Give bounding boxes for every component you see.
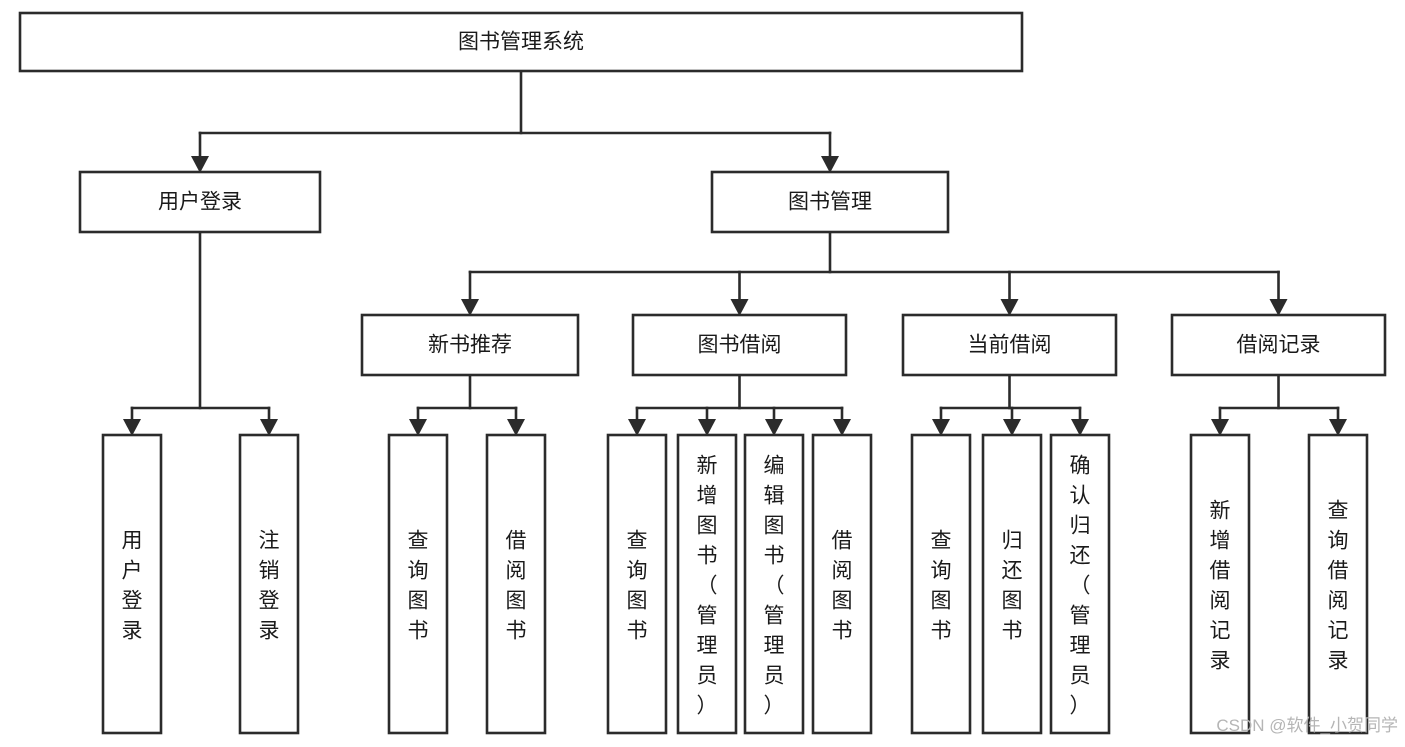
node-box-root[interactable] bbox=[18, 11, 1024, 73]
node-label-book-manage: 图书管理 bbox=[788, 191, 872, 214]
node-label-l-query-record: 查询借阅记录 bbox=[1328, 499, 1349, 672]
node-box-l-add-book[interactable] bbox=[676, 433, 738, 735]
node-label-leaf-user-login: 用户登录 bbox=[122, 529, 143, 642]
node-box-l-borrow-book-2[interactable] bbox=[811, 433, 873, 735]
connectors-layer bbox=[123, 69, 1347, 436]
node-leaf-user-login[interactable]: 用户登录 bbox=[101, 433, 163, 735]
arrow-head bbox=[833, 419, 851, 436]
arrow-head bbox=[191, 156, 209, 173]
node-label-l-borrow-book-2: 借阅图书 bbox=[832, 529, 853, 642]
node-new-book-rec[interactable]: 新书推荐 bbox=[360, 313, 580, 377]
node-label-l-confirm-return: 确认归还（管理员） bbox=[1070, 454, 1091, 717]
node-box-current-borrow[interactable] bbox=[901, 313, 1118, 377]
node-box-l-borrow-book-1[interactable] bbox=[485, 433, 547, 735]
arrow-head bbox=[1329, 419, 1347, 436]
node-label-l-query-book-1: 查询图书 bbox=[408, 529, 429, 642]
node-box-borrow-record[interactable] bbox=[1170, 313, 1387, 377]
arrow-head bbox=[730, 299, 749, 316]
node-label-l-query-book-3: 查询图书 bbox=[931, 529, 952, 642]
arrow-head bbox=[1000, 299, 1019, 316]
arrow-head bbox=[260, 419, 278, 436]
node-box-l-confirm-return[interactable] bbox=[1049, 433, 1111, 735]
node-label-l-return-book: 归还图书 bbox=[1002, 529, 1023, 642]
node-box-new-book-rec[interactable] bbox=[360, 313, 580, 377]
node-box-l-query-record[interactable] bbox=[1307, 433, 1369, 735]
node-box-l-add-record[interactable] bbox=[1189, 433, 1251, 735]
node-label-leaf-user-logout: 注销登录 bbox=[259, 529, 280, 642]
node-label-l-query-book-2: 查询图书 bbox=[627, 529, 648, 642]
node-l-borrow-book-1[interactable]: 借阅图书 bbox=[485, 433, 547, 735]
arrow-head bbox=[1003, 419, 1021, 436]
node-borrow-record[interactable]: 借阅记录 bbox=[1170, 313, 1387, 377]
arrow-head bbox=[1211, 419, 1229, 436]
node-l-borrow-book-2[interactable]: 借阅图书 bbox=[811, 433, 873, 735]
arrow-head bbox=[765, 419, 783, 436]
node-l-query-book-2[interactable]: 查询图书 bbox=[606, 433, 668, 735]
node-label-book-borrow: 图书借阅 bbox=[698, 334, 782, 357]
node-box-book-manage[interactable] bbox=[710, 170, 950, 234]
node-label-root: 图书管理系统 bbox=[458, 31, 584, 54]
arrow-head bbox=[932, 419, 950, 436]
watermark-label: CSDN @软件_小贺同学 bbox=[1216, 716, 1398, 735]
node-current-borrow[interactable]: 当前借阅 bbox=[901, 313, 1118, 377]
node-box-l-return-book[interactable] bbox=[981, 433, 1043, 735]
node-label-l-add-record: 新增借阅记录 bbox=[1210, 499, 1231, 672]
node-book-borrow[interactable]: 图书借阅 bbox=[631, 313, 848, 377]
node-user-login[interactable]: 用户登录 bbox=[78, 170, 322, 234]
node-label-user-login: 用户登录 bbox=[158, 191, 242, 214]
node-box-leaf-user-logout[interactable] bbox=[238, 433, 300, 735]
node-box-user-login[interactable] bbox=[78, 170, 322, 234]
arrow-head bbox=[1269, 299, 1288, 316]
node-leaf-user-logout[interactable]: 注销登录 bbox=[238, 433, 300, 735]
node-l-confirm-return[interactable]: 确认归还（管理员） bbox=[1049, 433, 1111, 735]
arrow-head bbox=[628, 419, 646, 436]
node-l-query-book-3[interactable]: 查询图书 bbox=[910, 433, 972, 735]
arrow-head bbox=[461, 299, 479, 316]
node-box-l-edit-book[interactable] bbox=[743, 433, 805, 735]
node-l-query-record[interactable]: 查询借阅记录 bbox=[1307, 433, 1369, 735]
node-label-l-edit-book: 编辑图书（管理员） bbox=[764, 454, 785, 717]
node-l-edit-book[interactable]: 编辑图书（管理员） bbox=[743, 433, 805, 735]
arrow-head bbox=[698, 419, 716, 436]
arrow-head bbox=[821, 156, 839, 173]
node-label-borrow-record: 借阅记录 bbox=[1237, 334, 1321, 357]
node-label-new-book-rec: 新书推荐 bbox=[428, 334, 512, 357]
node-box-l-query-book-1[interactable] bbox=[387, 433, 449, 735]
node-l-add-book[interactable]: 新增图书（管理员） bbox=[676, 433, 738, 735]
node-l-return-book[interactable]: 归还图书 bbox=[981, 433, 1043, 735]
node-root[interactable]: 图书管理系统 bbox=[18, 11, 1024, 73]
arrow-head bbox=[409, 419, 427, 436]
node-box-l-query-book-2[interactable] bbox=[606, 433, 668, 735]
node-box-l-query-book-3[interactable] bbox=[910, 433, 972, 735]
node-label-l-add-book: 新增图书（管理员） bbox=[697, 454, 718, 717]
node-l-add-record[interactable]: 新增借阅记录 bbox=[1189, 433, 1251, 735]
node-box-leaf-user-login[interactable] bbox=[101, 433, 163, 735]
node-l-query-book-1[interactable]: 查询图书 bbox=[387, 433, 449, 735]
node-box-book-borrow[interactable] bbox=[631, 313, 848, 377]
arrow-head bbox=[123, 419, 141, 436]
nodes-layer: 图书管理系统用户登录图书管理新书推荐图书借阅当前借阅借阅记录用户登录注销登录查询… bbox=[18, 11, 1387, 735]
arrow-head bbox=[507, 419, 525, 436]
node-book-manage[interactable]: 图书管理 bbox=[710, 170, 950, 234]
node-label-l-borrow-book-1: 借阅图书 bbox=[506, 529, 527, 642]
node-label-current-borrow: 当前借阅 bbox=[968, 334, 1052, 357]
arrow-head bbox=[1071, 419, 1089, 436]
